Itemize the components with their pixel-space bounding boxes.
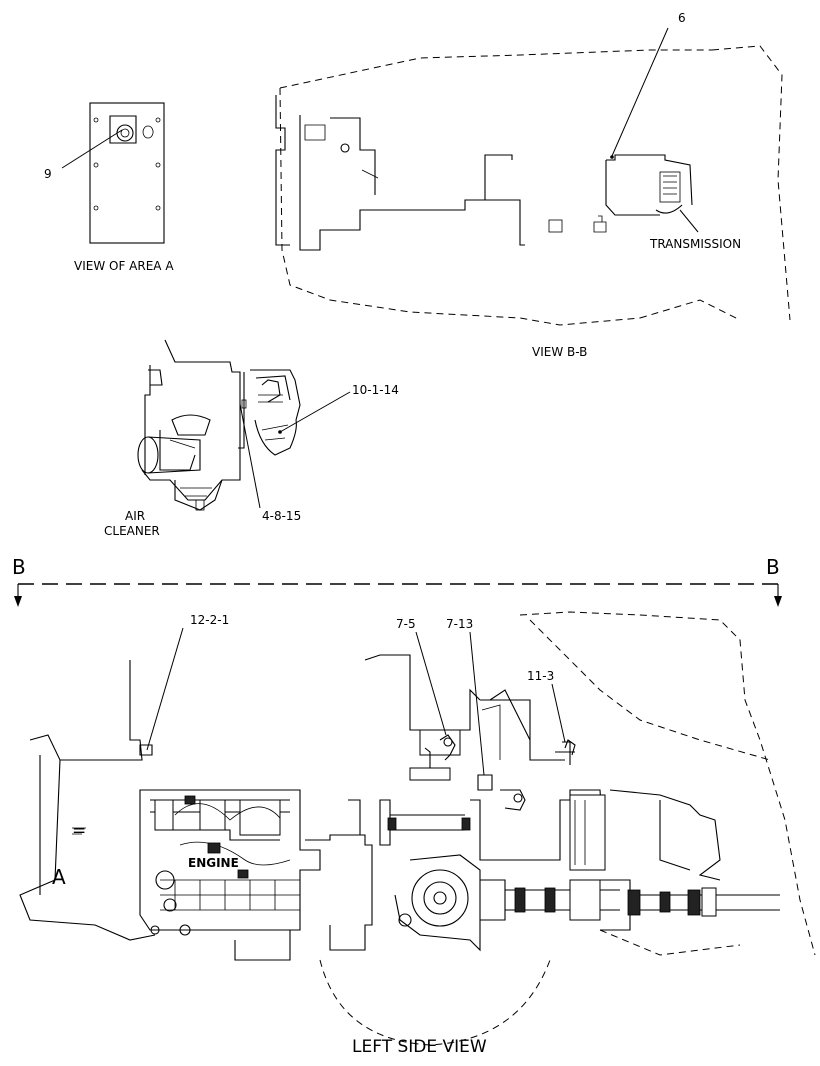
leader-10-1-14	[279, 391, 351, 433]
callout-12-2-1: 12-2-1	[190, 613, 229, 627]
svg-text:=: =	[72, 821, 86, 841]
area-a-plate	[89, 102, 165, 244]
leader-11-3	[551, 683, 566, 743]
leader-7-13	[469, 631, 485, 776]
view-bb-title: VIEW B-B	[532, 345, 587, 359]
view-b-b: 6 TRANSMISSION VIEW B-B	[275, 11, 791, 359]
callout-4-8-15: 4-8-15	[262, 509, 301, 523]
view-of-area-a: 9 VIEW OF AREA A	[44, 102, 174, 273]
left-side-view: = ENGINE	[19, 611, 816, 1057]
transmission-label: TRANSMISSION	[649, 237, 741, 251]
section-mark-right: B	[766, 555, 780, 579]
connector-9	[116, 124, 134, 142]
air-cleaner-view: 10-1-14 4-8-15 AIR CLEANER	[104, 339, 399, 538]
callout-6: 6	[678, 11, 686, 25]
callout-7-13: 7-13	[446, 617, 473, 631]
air-cleaner-label-line1: AIR	[125, 509, 145, 523]
leader-9	[61, 129, 123, 169]
left-side-view-title: LEFT SIDE VIEW	[352, 1037, 487, 1057]
leader-12-2-1	[146, 627, 184, 751]
area-a-marker: A	[52, 865, 66, 889]
section-line-b-b: B B	[12, 555, 782, 607]
leader-4-8-15	[239, 403, 261, 509]
engine-label: ENGINE	[188, 856, 239, 870]
air-cleaner-label-line2: CLEANER	[104, 524, 160, 538]
area-a-title: VIEW OF AREA A	[74, 259, 174, 273]
section-mark-left: B	[12, 555, 26, 579]
leader-6	[611, 27, 669, 157]
engine-block: ENGINE	[139, 789, 321, 936]
callout-7-5: 7-5	[396, 617, 416, 631]
callout-11-3: 11-3	[527, 669, 554, 683]
leader-7-5	[415, 631, 447, 736]
callout-10-1-14: 10-1-14	[352, 383, 399, 397]
callout-9: 9	[44, 167, 52, 181]
